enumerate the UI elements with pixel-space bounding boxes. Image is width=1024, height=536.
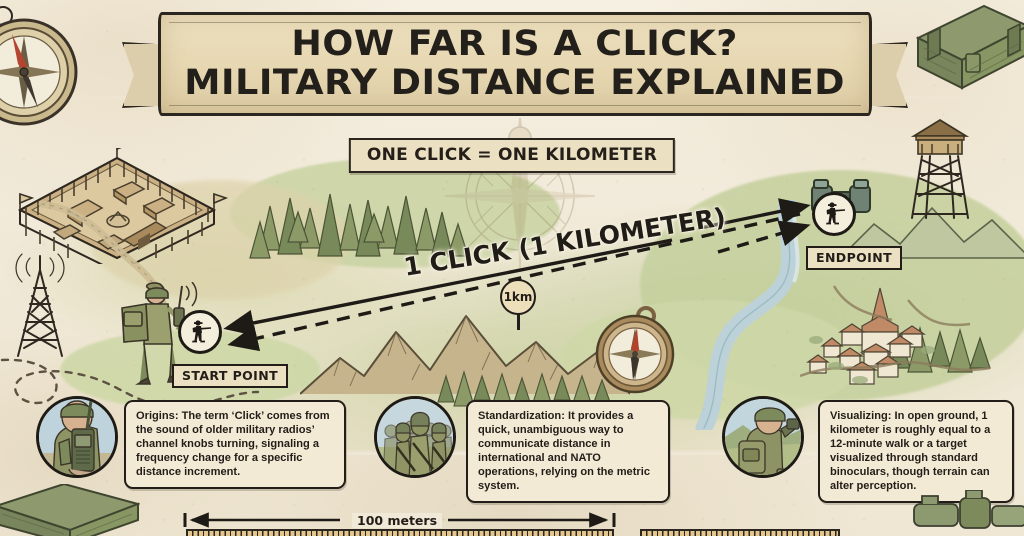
origins-heading: Origins: [136, 410, 179, 422]
soldier-with-binoculars-photo [725, 399, 801, 475]
standardization-body: It provides a quick, unambiguous way to … [478, 410, 650, 493]
scale-ruler-left [186, 529, 614, 536]
origins-body: The term ‘Click’ comes from the sound of… [136, 410, 330, 479]
origins-photo [36, 396, 118, 478]
one-click-equals-one-kilometer-badge: ONE CLICK = ONE KILOMETER [348, 138, 676, 173]
forest-icon [889, 325, 991, 373]
visualizing-card: Visualizing: In open ground, 1 kilometer… [818, 400, 1014, 504]
standardization-photo [374, 396, 456, 478]
compass-icon [0, 6, 78, 126]
squad-of-soldiers-photo [377, 399, 453, 475]
km-pin: 1km [500, 279, 536, 315]
radio-tower-icon [15, 253, 65, 357]
ammo-crate-icon [915, 4, 1024, 90]
soldier-with-handheld-radio-photo [39, 399, 115, 475]
title-banner-body: HOW FAR IS A CLICK? MILITARY DISTANCE EX… [158, 12, 872, 116]
scale-label: 100 meters [352, 513, 443, 528]
distance-label: 1 CLICK (1 KILOMETER) [401, 202, 728, 282]
trail-icon [38, 200, 169, 340]
soldier-glyph-icon [192, 320, 211, 343]
visualizing-photo [722, 396, 804, 478]
page-title-line1: HOW FAR IS A CLICK? [291, 24, 739, 64]
ammo-crate-icon [0, 484, 140, 536]
mountains-icon [300, 315, 630, 395]
fort-icon [17, 148, 228, 264]
title-banner: HOW FAR IS A CLICK? MILITARY DISTANCE EX… [120, 8, 910, 120]
start-point-label: START POINT [172, 364, 289, 388]
soldier-glyph-icon [826, 202, 845, 225]
watchtower-icon [910, 118, 970, 219]
village-icon [800, 285, 990, 385]
visualizing-heading: Visualizing: [830, 410, 892, 422]
standardization-heading: Standardization: [478, 410, 565, 422]
endpoint-label: ENDPOINT [806, 246, 903, 270]
standardization-card: Standardization: It provides a quick, un… [466, 400, 670, 504]
start-point-marker[interactable] [178, 310, 222, 354]
scale-ruler-right [640, 529, 840, 536]
terrain-tan-west [90, 180, 350, 300]
visualizing-body: In open ground, 1 kilometer is roughly e… [830, 410, 991, 493]
endpoint-marker[interactable] [812, 192, 856, 236]
compass-icon [595, 306, 675, 394]
km-pin-stem [517, 308, 520, 330]
page-title-line2: MILITARY DISTANCE EXPLAINED [184, 63, 846, 103]
origins-card: Origins: The term ‘Click’ comes from the… [124, 400, 346, 490]
